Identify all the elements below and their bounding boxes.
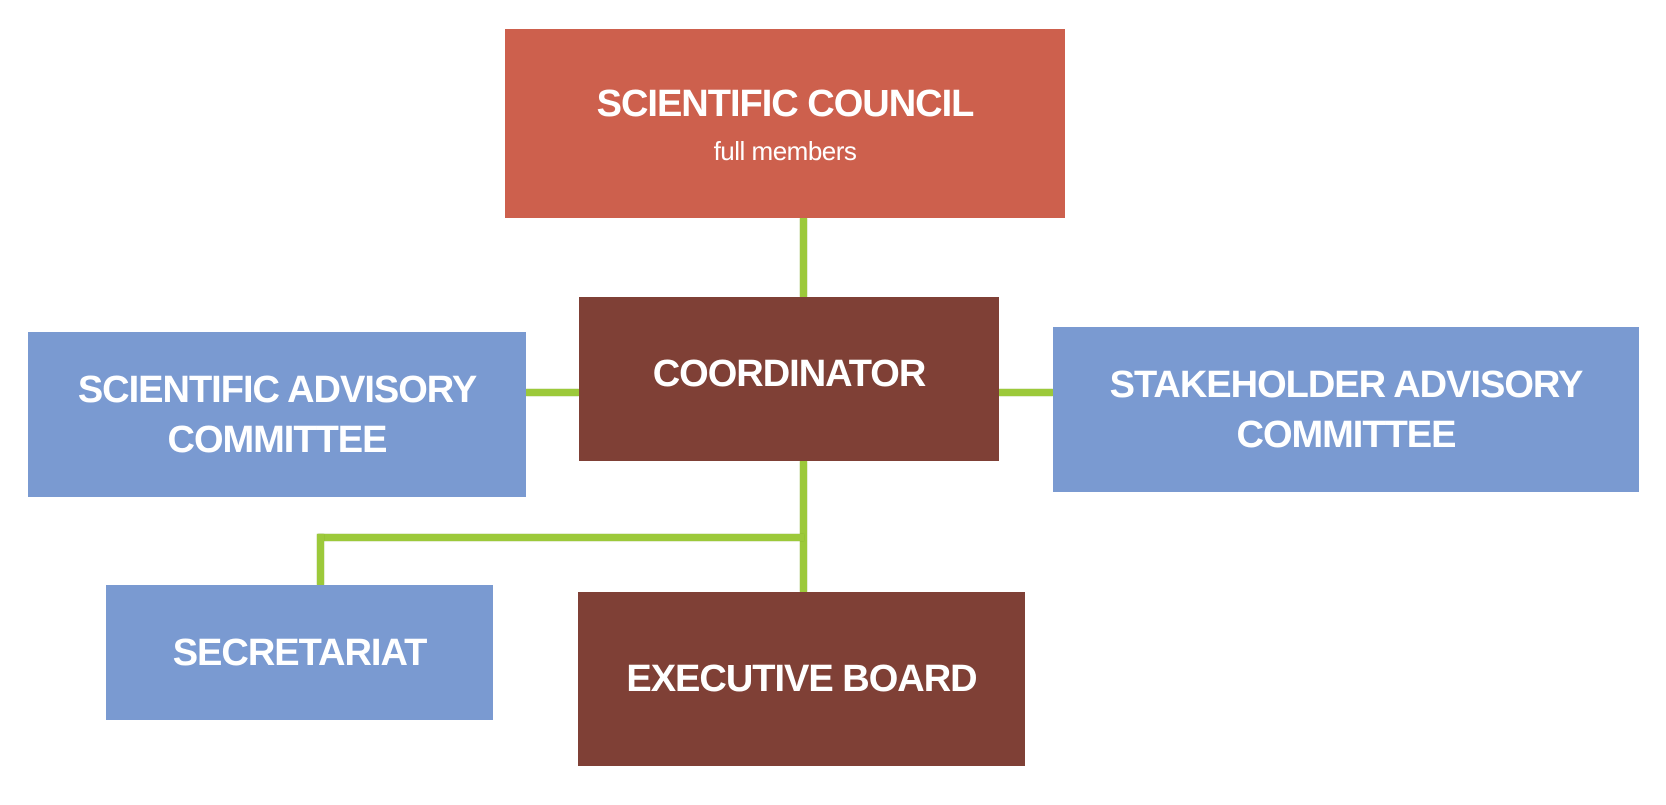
scientific-advisory-committee-line2: COMMITTEE (167, 418, 388, 461)
scientific-council-title: SCIENTIFIC COUNCIL (596, 83, 975, 125)
secretariat-box: SECRETARIAT (106, 585, 493, 720)
executive-board-title: EXECUTIVE BOARD (626, 658, 977, 700)
scientific-council-box: SCIENTIFIC COUNCIL full members (505, 29, 1065, 218)
coordinator-title: COORDINATOR (652, 353, 927, 395)
scientific-council-subtitle: full members (713, 136, 857, 166)
secretariat-title: SECRETARIAT (172, 631, 428, 674)
coordinator-box: COORDINATOR (579, 297, 999, 461)
connector-coordinator-executive-board (800, 461, 807, 592)
scientific-advisory-committee-box: SCIENTIFIC ADVISORY COMMITTEE (28, 332, 526, 497)
stakeholder-advisory-committee-line1: STAKEHOLDER ADVISORY (1109, 363, 1584, 406)
executive-board-box: EXECUTIVE BOARD (578, 592, 1025, 766)
connector-branch-secretariat (317, 534, 324, 585)
stakeholder-advisory-committee-line2: COMMITTEE (1236, 413, 1457, 456)
connector-council-coordinator (800, 218, 807, 297)
connector-branch-horizontal (318, 534, 804, 541)
connector-sac-coordinator (526, 389, 579, 396)
connector-coordinator-stakeholder (999, 389, 1053, 396)
stakeholder-advisory-committee-box: STAKEHOLDER ADVISORY COMMITTEE (1053, 327, 1639, 492)
scientific-advisory-committee-line1: SCIENTIFIC ADVISORY (77, 368, 477, 411)
